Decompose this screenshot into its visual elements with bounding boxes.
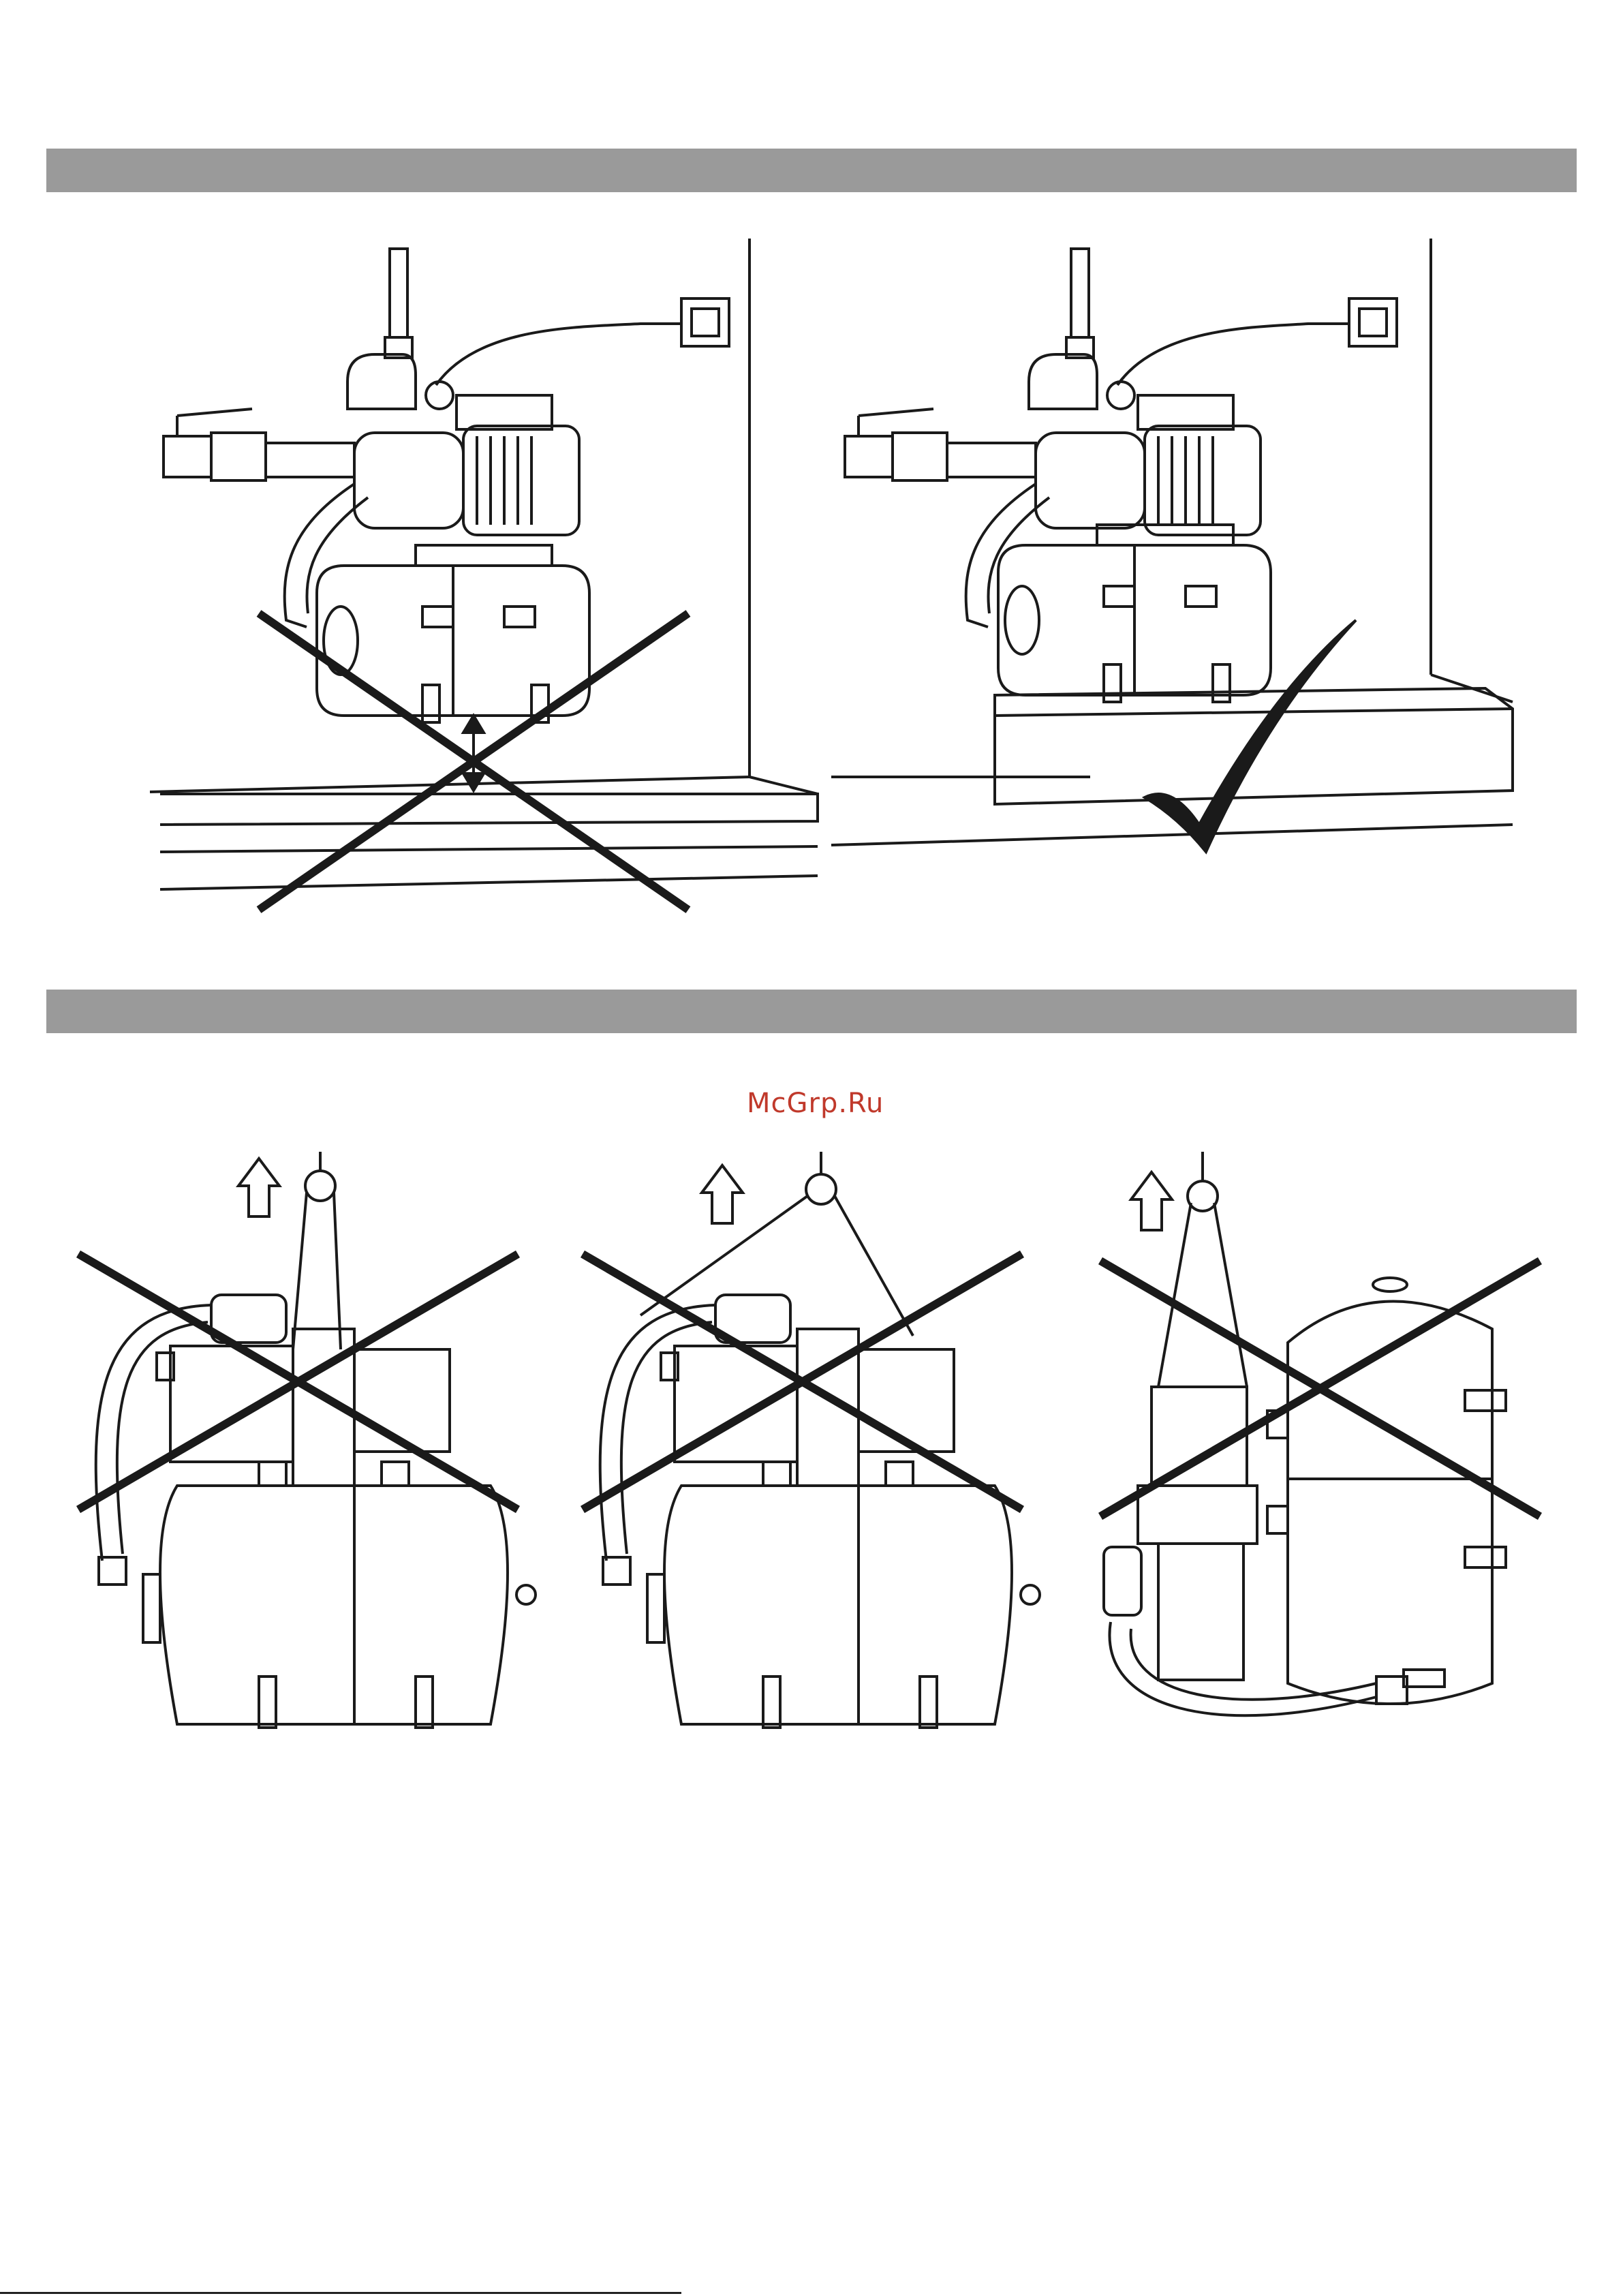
up-arrow-icon (702, 1165, 743, 1223)
lifting-illustration (68, 1152, 538, 1751)
figure-installation-on-floor (150, 239, 845, 920)
section-header-bar-2 (46, 990, 1577, 1033)
figure-lifting-by-pump-handle (68, 1152, 538, 1751)
footer-rule (0, 2292, 681, 2294)
pump-installation-illustration (831, 239, 1513, 893)
up-arrow-icon (238, 1159, 279, 1216)
figure-lifting-sideways (1083, 1152, 1554, 1751)
watermark-text: McGrp.Ru (747, 1088, 884, 1119)
cross-icon (259, 613, 688, 910)
cross-icon (583, 1254, 1022, 1510)
section-header-bar-1 (46, 149, 1577, 192)
figure-lifting-by-two-points (572, 1152, 1042, 1751)
lifting-illustration (1083, 1152, 1554, 1751)
pump-installation-illustration (150, 239, 845, 920)
lifting-illustration (572, 1152, 1042, 1751)
checkmark-icon (1145, 620, 1356, 852)
figure-installation-on-base (831, 239, 1513, 893)
up-arrow-icon (1131, 1172, 1172, 1230)
